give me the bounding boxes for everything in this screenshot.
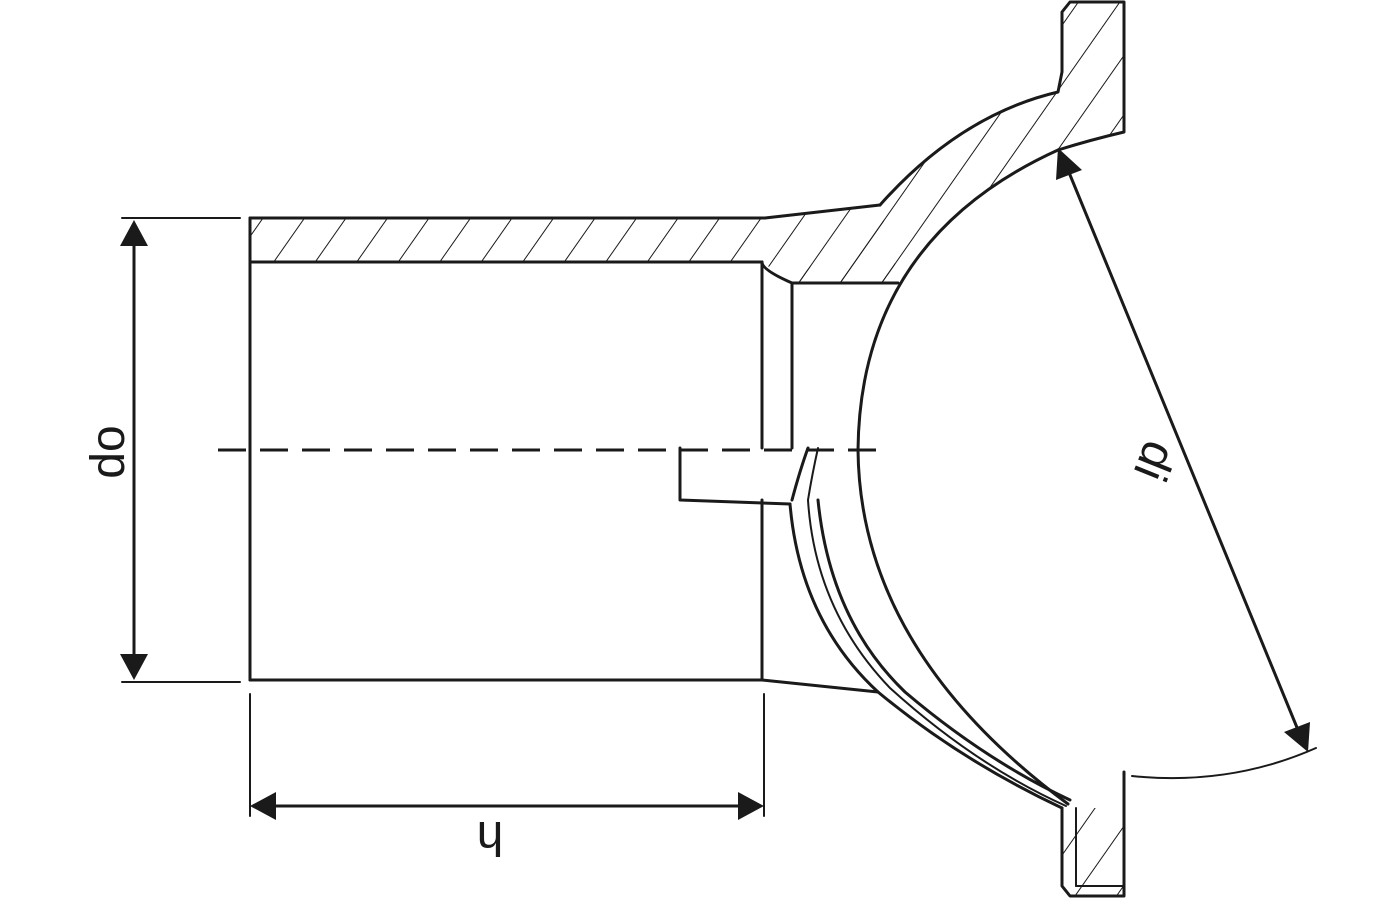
pipe-wall-top-section — [248, 203, 900, 283]
dimension-outer-diameter: do — [82, 217, 241, 683]
dimension-length: h — [249, 693, 765, 864]
label-h: h — [477, 811, 504, 864]
arrow-head-top — [120, 220, 148, 246]
bowl-lower-outline — [788, 498, 1072, 810]
arrow-head-left — [250, 792, 276, 820]
pipe-body — [248, 216, 880, 694]
cutaway-step — [678, 446, 819, 506]
arrow-head-right — [738, 792, 764, 820]
arrow-head-bottom — [120, 654, 148, 680]
dimension-inner-diameter: di — [1056, 148, 1317, 780]
bowl-wall-top-section — [792, 0, 1126, 283]
label-di: di — [1123, 434, 1186, 488]
label-do: do — [82, 425, 135, 478]
arrow-head-upper — [1056, 148, 1082, 180]
flange-bottom — [1060, 770, 1126, 898]
arrow-head-lower — [1284, 722, 1310, 752]
